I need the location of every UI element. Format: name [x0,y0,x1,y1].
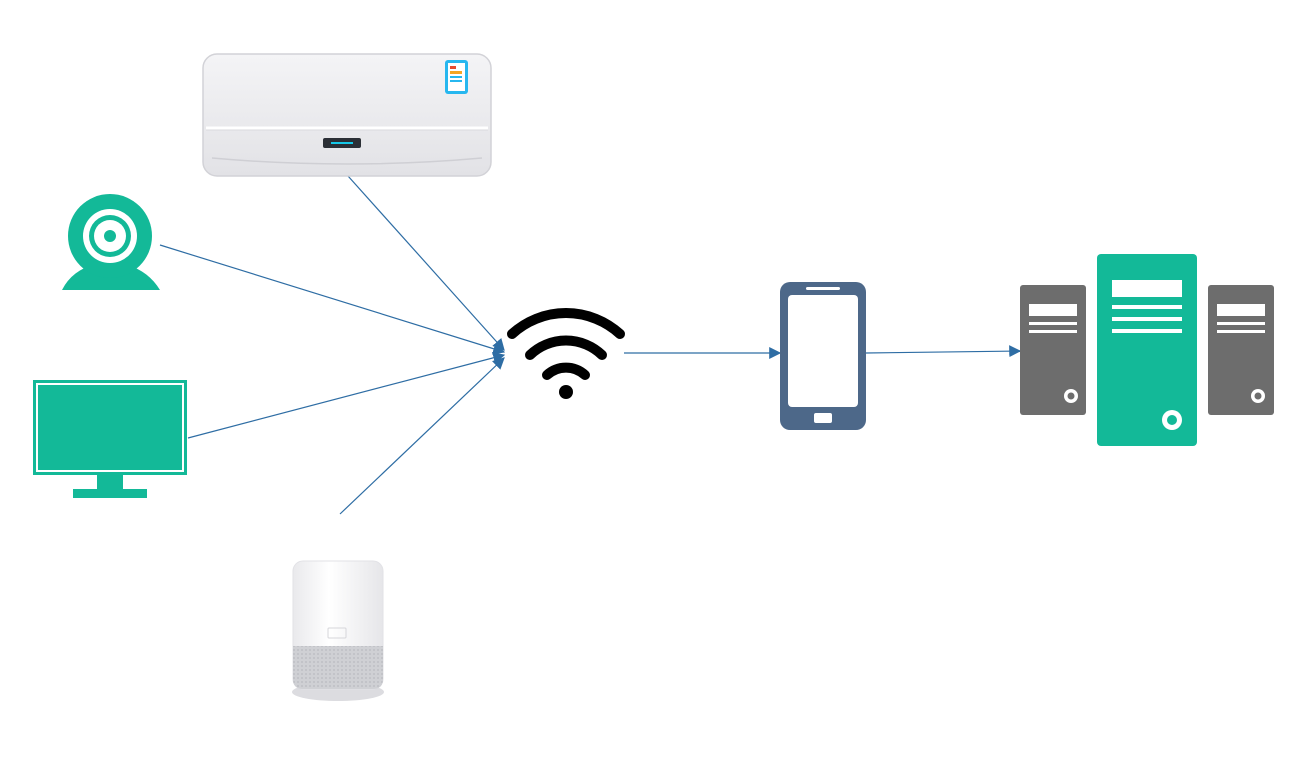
edge-smartphone-to-servers [865,345,1022,358]
air-conditioner-icon [202,53,492,177]
monitor-icon [33,380,187,498]
smart-speaker-icon [292,560,384,701]
connectors [159,175,1022,515]
wifi-icon [507,308,625,399]
smartphone-icon [780,282,866,430]
webcam-icon [62,194,160,290]
server-right [1208,285,1274,415]
edge-webcam-to-wifi [159,244,506,355]
server-center [1097,254,1197,446]
edge-monitor-to-wifi [187,351,506,439]
server-cluster-icon [1020,254,1274,446]
edge-air-conditioner-to-wifi [347,175,505,351]
server-left [1020,285,1086,415]
edge-smart-speaker-to-wifi [339,357,505,515]
